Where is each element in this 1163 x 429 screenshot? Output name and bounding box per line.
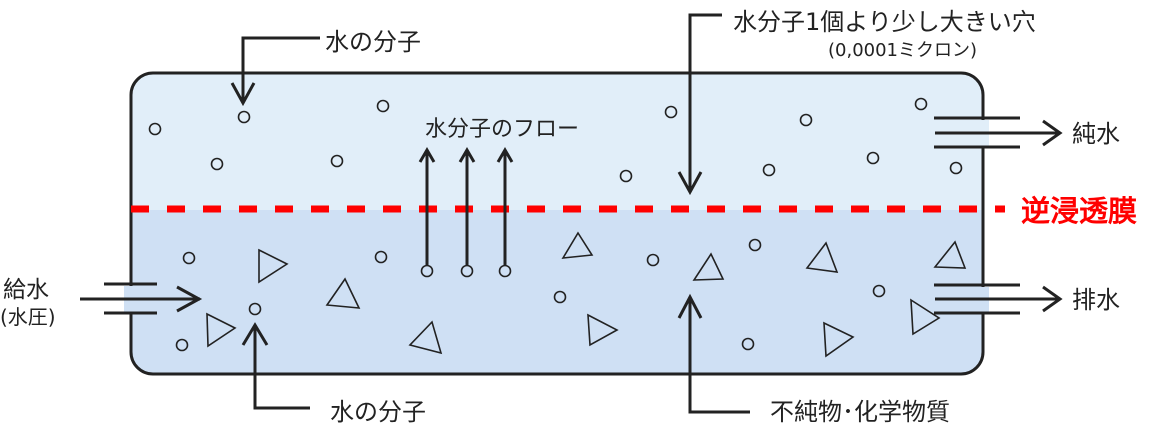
water-molecule (498, 264, 512, 278)
water-molecule (619, 169, 633, 183)
impurity-particle (910, 298, 941, 336)
water-molecule-bottom-pointer (241, 322, 310, 410)
water-molecule (460, 264, 474, 278)
particles (148, 97, 967, 358)
water-molecule (553, 290, 567, 304)
water-molecule (374, 250, 388, 264)
label-impurities: 不純物･化学物質 (770, 398, 950, 426)
label-feed-note: (水圧) (0, 305, 56, 329)
impurity-particle (206, 312, 237, 348)
feed-inlet-pipe (80, 282, 203, 315)
water-molecule (182, 251, 196, 265)
label-pure-water: 純水 (1072, 120, 1120, 148)
impurity-particle (325, 277, 361, 309)
water-molecule (148, 122, 162, 136)
water-molecule (248, 302, 262, 316)
label-hole-size: 水分子1個より少し大きい穴 (733, 8, 1036, 36)
water-molecule (376, 99, 390, 113)
label-hole-size-note: (0,0001ミクロン) (828, 40, 977, 61)
water-molecule (664, 105, 678, 119)
label-membrane: 逆浸透膜 (1021, 194, 1137, 228)
impurity-particle (933, 240, 967, 269)
impurity-particle (823, 321, 855, 358)
drain-outlet-pipe (934, 283, 1063, 315)
label-water-molecule-bottom: 水の分子 (330, 398, 426, 426)
water-molecule (748, 238, 762, 252)
impurity-particle (258, 248, 289, 284)
water-molecule (741, 337, 755, 351)
water-molecule (330, 154, 344, 168)
vessel-outline (129, 71, 985, 376)
water-molecule (175, 338, 189, 352)
label-drain: 排水 (1072, 286, 1120, 314)
water-molecule (420, 264, 434, 278)
impurity-particle (408, 320, 443, 355)
label-water-flow: 水分子のフロー (425, 117, 579, 142)
water-flow-arrows (418, 147, 514, 265)
pure-water-outlet-pipe (934, 116, 1063, 149)
hole-pointer (677, 13, 722, 196)
water-molecule (872, 284, 886, 298)
impurity-particle (692, 252, 725, 281)
impurities-pointer (677, 293, 750, 414)
water-molecule (237, 110, 251, 124)
label-water-molecule-top: 水の分子 (325, 28, 421, 56)
water-molecule (949, 161, 963, 175)
water-molecule-top-pointer (230, 36, 320, 107)
water-molecule (799, 113, 813, 127)
permeate-chamber (131, 73, 983, 210)
water-molecule (210, 157, 224, 171)
water-molecule (646, 253, 660, 267)
water-molecule (762, 163, 776, 177)
impurity-particle (587, 313, 619, 347)
impurity-particle (805, 241, 839, 273)
impurity-particle (561, 231, 594, 259)
water-molecule (914, 97, 928, 111)
label-feed: 給水 (3, 277, 49, 303)
water-molecule (866, 151, 880, 165)
